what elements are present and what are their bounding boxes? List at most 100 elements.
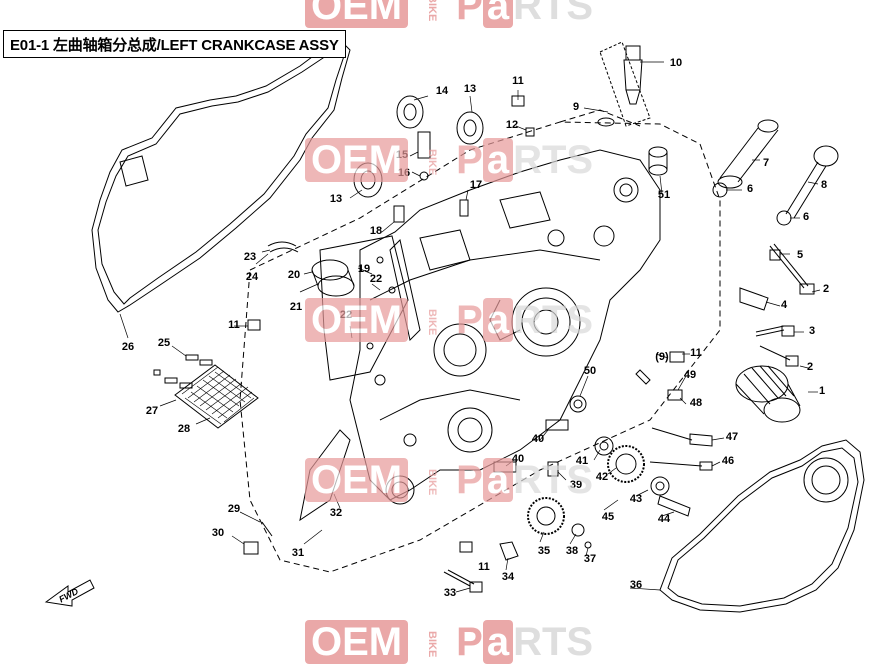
part-15 <box>417 131 431 159</box>
callout-48: 41 <box>576 455 588 467</box>
callout-22: 17 <box>470 179 482 191</box>
part-23 <box>267 241 297 247</box>
callout-26: 21 <box>290 301 302 313</box>
callout-25: 20 <box>288 269 300 281</box>
callout-52: 45 <box>602 511 614 523</box>
part-11-lower <box>459 541 473 553</box>
part-4 <box>739 287 769 311</box>
bracket-plate <box>319 235 409 381</box>
bearing-20 <box>311 259 355 297</box>
callout-21: 16 <box>398 167 410 179</box>
callout-37: 31 <box>292 547 304 559</box>
shaft-44 <box>657 495 691 517</box>
callout-35: 29 <box>228 503 240 515</box>
diagram-title: E01-1 左曲轴箱分总成/LEFT CRANKCASE ASSY <box>3 30 346 58</box>
bolt-2a-head <box>799 283 815 295</box>
callout-58: 50 <box>584 365 596 377</box>
callout-47: 40 <box>512 453 524 465</box>
callout-40: 34 <box>502 571 515 583</box>
callout-50: 43 <box>630 493 642 505</box>
callout-51: 44 <box>658 513 671 525</box>
callout-28: 22 <box>370 273 382 285</box>
callout-8: 7 <box>763 157 769 169</box>
washer-38 <box>571 523 585 537</box>
callout-7: 6 <box>803 211 809 223</box>
callout-34: 28 <box>178 423 190 435</box>
bolt-2a <box>769 245 805 289</box>
callout-14: 11 <box>690 347 702 359</box>
left-cover-gasket <box>91 39 351 313</box>
callout-39: 33 <box>444 587 456 599</box>
callout-44: 38 <box>566 545 578 557</box>
bolt-30 <box>243 541 259 555</box>
part-11-left <box>247 319 261 331</box>
right-cover-gasket <box>659 439 865 613</box>
valve-assembly <box>597 41 651 127</box>
callout-53: 46 <box>722 455 734 467</box>
callout-24: 19 <box>358 263 370 275</box>
o-ring-6b <box>776 210 792 226</box>
callout-5: 5 <box>797 249 803 261</box>
callout-17: 13 <box>464 83 476 95</box>
gear-42 <box>607 445 645 483</box>
bolt-33 <box>443 571 471 587</box>
callout-49: 42 <box>596 471 608 483</box>
fwd-arrow <box>44 579 95 607</box>
callout-30: 24 <box>246 271 259 283</box>
part-18 <box>393 205 405 223</box>
callout-9: 8 <box>821 179 827 191</box>
oil-dipstick <box>785 145 839 219</box>
callout-41: 35 <box>538 545 550 557</box>
part-49 <box>667 389 683 401</box>
callout-31: 25 <box>158 337 170 349</box>
callout-46: 40 <box>532 433 544 445</box>
left-crankcase-body <box>349 149 661 501</box>
callout-2: 2 <box>807 361 813 373</box>
callout-59: 51 <box>658 189 670 201</box>
washer-41 <box>594 436 614 456</box>
callout-20: 15 <box>396 149 408 161</box>
callout-42: 36 <box>630 579 642 591</box>
callout-57: (9) <box>655 351 669 363</box>
callout-3: 3 <box>809 325 815 337</box>
callout-11: 10 <box>670 57 682 69</box>
part-39 <box>547 461 559 477</box>
part-34 <box>499 541 519 561</box>
callout-18: 13 <box>330 193 342 205</box>
callout-38: 32 <box>330 507 342 519</box>
callout-54: 47 <box>726 431 738 443</box>
bolt-group <box>153 354 213 389</box>
plug-51 <box>648 146 668 176</box>
bearing-13-lower <box>353 162 383 198</box>
callout-13: 11 <box>228 319 240 331</box>
part-5 <box>769 249 781 261</box>
seal-50 <box>569 395 587 413</box>
callout-43: 37 <box>584 553 596 565</box>
bearing-14 <box>396 95 424 129</box>
pin-29 <box>261 521 273 537</box>
bearing-13-upper <box>456 111 484 145</box>
callout-4: 4 <box>781 299 788 311</box>
callout-6: 6 <box>747 183 753 195</box>
callout-29: 23 <box>244 251 256 263</box>
callout-1: 2 <box>823 283 829 295</box>
callout-16: 12 <box>506 119 518 131</box>
part-17 <box>459 199 469 217</box>
bolt-2b-head <box>785 355 799 367</box>
spring <box>635 369 651 385</box>
gear-35 <box>527 497 565 535</box>
bolt-46 <box>699 461 713 471</box>
washer-16 <box>419 171 429 181</box>
oil-filler-tube <box>717 119 779 189</box>
callout-32: 26 <box>122 341 134 353</box>
callout-23: 18 <box>370 225 382 237</box>
callout-19: 14 <box>436 85 449 97</box>
callout-12: 11 <box>512 75 524 87</box>
bolt-47 <box>689 433 713 447</box>
callout-10: 9 <box>573 101 579 113</box>
oil-filter <box>735 365 801 423</box>
oil-strainer <box>174 364 259 429</box>
lower-plate <box>299 429 351 522</box>
